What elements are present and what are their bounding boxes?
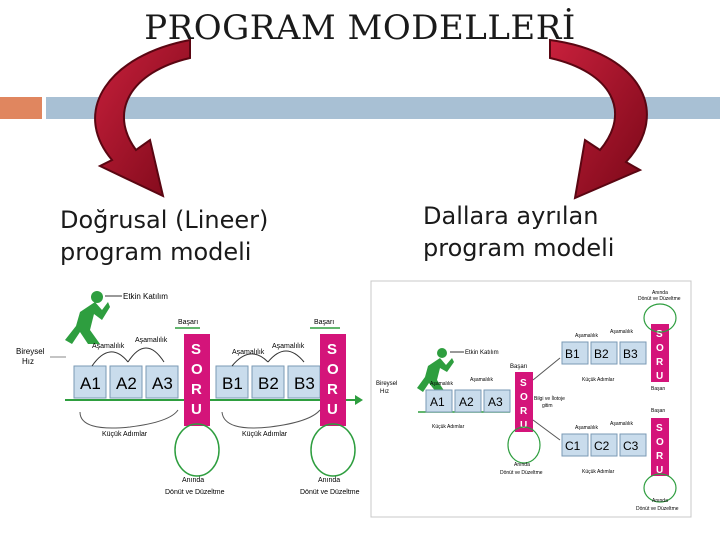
bsa-u: U: [520, 420, 527, 431]
branch-donut-b: Dönüt ve Düzeltme: [638, 296, 681, 302]
branch-kucuk-c: Küçük Adımlar: [582, 469, 615, 475]
bsc-o: O: [656, 437, 664, 448]
branch-donut-a: Dönüt ve Düzeltme: [500, 470, 543, 476]
bsa-o: O: [520, 392, 528, 403]
linear-diagram: Etkin Katılım Bireysel Hız A1 A2 A3 Aşam…: [16, 291, 363, 496]
soru-box-2: [320, 334, 346, 426]
runner-figure-icon-2: [417, 348, 454, 392]
step-b1: B1: [222, 374, 243, 393]
branching-label-line2: program modeli: [423, 234, 615, 262]
branch-bilgi: Bilgi ve İlotoje: [534, 395, 565, 402]
left-curved-arrow: [94, 38, 191, 198]
bsc-u: U: [656, 465, 663, 476]
branch-c1: C1: [565, 439, 581, 453]
branch-basari-c: Başarı: [651, 408, 665, 414]
bsb-s: S: [656, 329, 663, 340]
step-a1: A1: [80, 374, 101, 393]
bsc-s: S: [656, 423, 663, 434]
linear-steps-b: B1 B2 B3: [215, 365, 321, 399]
soru2-u: U: [327, 401, 338, 418]
step-b3: B3: [294, 374, 315, 393]
branch-asamalik-c2: Aşamalılık: [610, 421, 634, 427]
branch-soru-b: [651, 324, 669, 382]
linear-etkin-text: Etkin Katılım: [123, 292, 168, 301]
linear-bireysel-text: Bireysel: [16, 347, 45, 356]
linear-basari-1: Başarı: [178, 319, 198, 326]
branch-bireysel-text: Bireysel: [376, 381, 397, 387]
branch-a2: A2: [459, 395, 474, 409]
bsb-r: R: [656, 357, 664, 368]
branch-donut-c: Dönüt ve Düzeltme: [636, 506, 679, 512]
branch-aninda-c: Anında: [652, 498, 668, 504]
branch-basari-b: Başarı: [651, 386, 665, 392]
branch-b2: B2: [594, 347, 609, 361]
step-a2: A2: [116, 374, 137, 393]
bsb-u: U: [656, 371, 663, 382]
branch-c2: C2: [594, 439, 610, 453]
linear-steps-a: A1 A2 A3: [73, 365, 179, 399]
branch-b1: B1: [565, 347, 580, 361]
branch-a3: A3: [488, 395, 503, 409]
linear-aninda-2: Anında: [318, 477, 340, 484]
branch-kucuk-a: Küçük Adımlar: [432, 424, 465, 430]
bsa-r: R: [520, 406, 528, 417]
branch-a1: A1: [430, 395, 445, 409]
branch-hiz-text: Hız: [380, 389, 389, 395]
linear-donut-2: Dönüt ve Düzeltme: [300, 489, 360, 496]
accent-bar-blue: [46, 97, 720, 119]
branch-asamalik-a2: Aşamalılık: [470, 377, 494, 383]
soru2-s: S: [327, 341, 337, 358]
linear-model-label: Doğrusal (Lineer) program modeli: [60, 204, 268, 268]
linear-label-line2: program modeli: [60, 238, 252, 266]
soru2-r: R: [327, 381, 338, 398]
page-title: PROGRAM MODELLERİ: [144, 8, 576, 48]
branch-soru-c: [651, 418, 669, 476]
branch-kucuk-b: Küçük Adımlar: [582, 377, 615, 383]
branch-steps-c: C1 C2 C3: [561, 433, 647, 457]
branch-steps-b: B1 B2 B3: [561, 341, 647, 365]
branch-steps-a: A1 A2 A3: [425, 389, 511, 413]
linear-asamalik-1: Aşamalılık: [92, 343, 125, 350]
branch-aninda-a: Anında: [514, 462, 530, 468]
soru-box-1: [184, 334, 210, 426]
runner-figure-icon: [65, 291, 110, 344]
branching-model-label: Dallara ayrılan program modeli: [423, 200, 614, 264]
soru1-o: O: [191, 361, 203, 378]
soru1-u: U: [191, 401, 202, 418]
accent-bar-orange: [0, 97, 42, 119]
bsa-s: S: [520, 378, 527, 389]
linear-aninda-1: Anında: [182, 477, 204, 484]
linear-hiz-text: Hız: [22, 357, 34, 366]
branch-aninda-b: Anında: [652, 290, 668, 296]
branch-asamalik-a1: Aşamalılık: [430, 381, 454, 387]
branch-c3: C3: [623, 439, 639, 453]
branch-basari-1: Başarı: [510, 364, 528, 370]
linear-basari-2: Başarı: [314, 319, 334, 326]
bsb-o: O: [656, 343, 664, 354]
linear-kucuk-1: Küçük Adımlar: [102, 431, 148, 438]
step-b2: B2: [258, 374, 279, 393]
linear-kucuk-2: Küçük Adımlar: [242, 431, 288, 438]
linear-asamalik-3: Aşamalılık: [232, 349, 265, 356]
branch-asamalik-b2: Aşamalılık: [610, 329, 634, 335]
step-a3: A3: [152, 374, 173, 393]
linear-donut-1: Dönüt ve Düzeltme: [165, 489, 225, 496]
branch-etkin-text: Etkin Katılım: [465, 350, 499, 356]
branch-soru-a: [515, 372, 533, 432]
branching-label-line1: Dallara ayrılan: [423, 202, 599, 230]
branch-gitim: gitim: [542, 403, 553, 409]
soru1-r: R: [191, 381, 202, 398]
linear-asamalik-2: Aşamalılık: [135, 337, 168, 344]
linear-asamalik-4: Aşamalılık: [272, 343, 305, 350]
bsc-r: R: [656, 451, 664, 462]
soru1-s: S: [191, 341, 201, 358]
branching-diagram: Etkin Katılım Bireysel Hız A1 A2 A3 Aşam…: [370, 280, 692, 518]
branch-asamalik-b1: Aşamalılık: [575, 333, 599, 339]
linear-label-line1: Doğrusal (Lineer): [60, 206, 269, 234]
right-curved-arrow: [549, 38, 648, 200]
soru2-o: O: [327, 361, 339, 378]
branch-asamalik-c1: Aşamalılık: [575, 425, 599, 431]
branch-b3: B3: [623, 347, 638, 361]
